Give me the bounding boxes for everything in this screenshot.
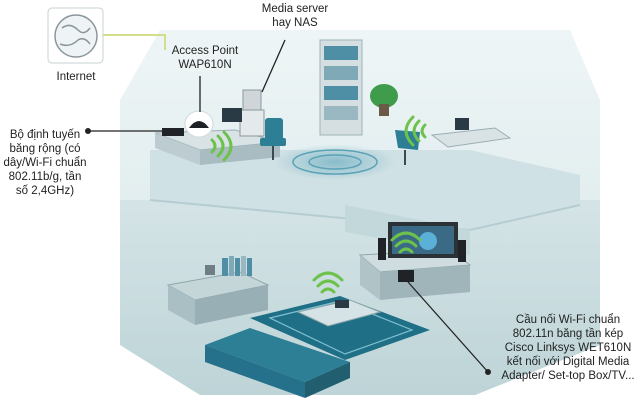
sofa — [205, 328, 350, 398]
globe-icon — [47, 7, 104, 64]
rug — [250, 296, 430, 360]
wifi-signal-icon — [312, 271, 344, 294]
plant — [370, 84, 398, 116]
bookcase-lower — [166, 256, 270, 325]
bridge-device — [398, 270, 414, 282]
leader-lines — [85, 34, 491, 375]
router-device — [162, 128, 184, 136]
wifi-signal-icon — [390, 231, 422, 254]
access-point-device — [184, 110, 214, 138]
tv-cabinet — [358, 222, 472, 300]
wifi-signal-icon — [404, 115, 427, 147]
chair-upper — [260, 118, 286, 160]
media-server-device — [222, 89, 265, 137]
label-media-server: Media server hay NAS — [261, 3, 329, 29]
coffee-table — [296, 299, 382, 327]
upper-ripple — [275, 144, 395, 180]
label-internet: Internet — [56, 71, 96, 83]
wifi-signal-icon — [210, 130, 233, 162]
label-router: Bộ định tuyến băng rộng (có dây/Wi-Fi ch… — [3, 129, 87, 197]
label-access-point: Access Point WAP610N — [171, 45, 239, 71]
bookshelf-upper — [319, 39, 363, 136]
label-bridge: Cầu nối Wi-Fi chuẩn 802.11n băng tần kép… — [501, 314, 635, 382]
